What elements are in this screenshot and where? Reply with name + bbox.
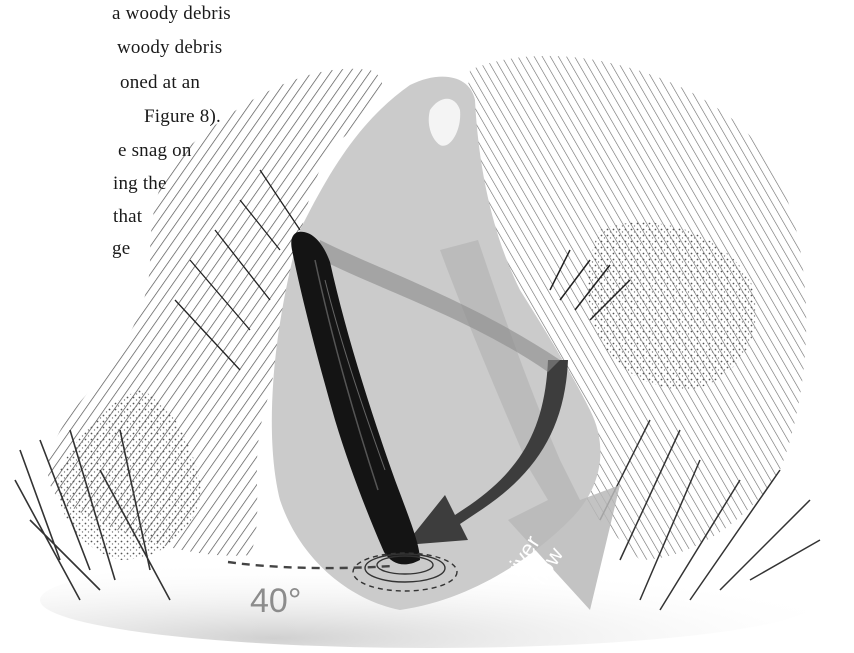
angle-label: 40° xyxy=(250,582,301,620)
